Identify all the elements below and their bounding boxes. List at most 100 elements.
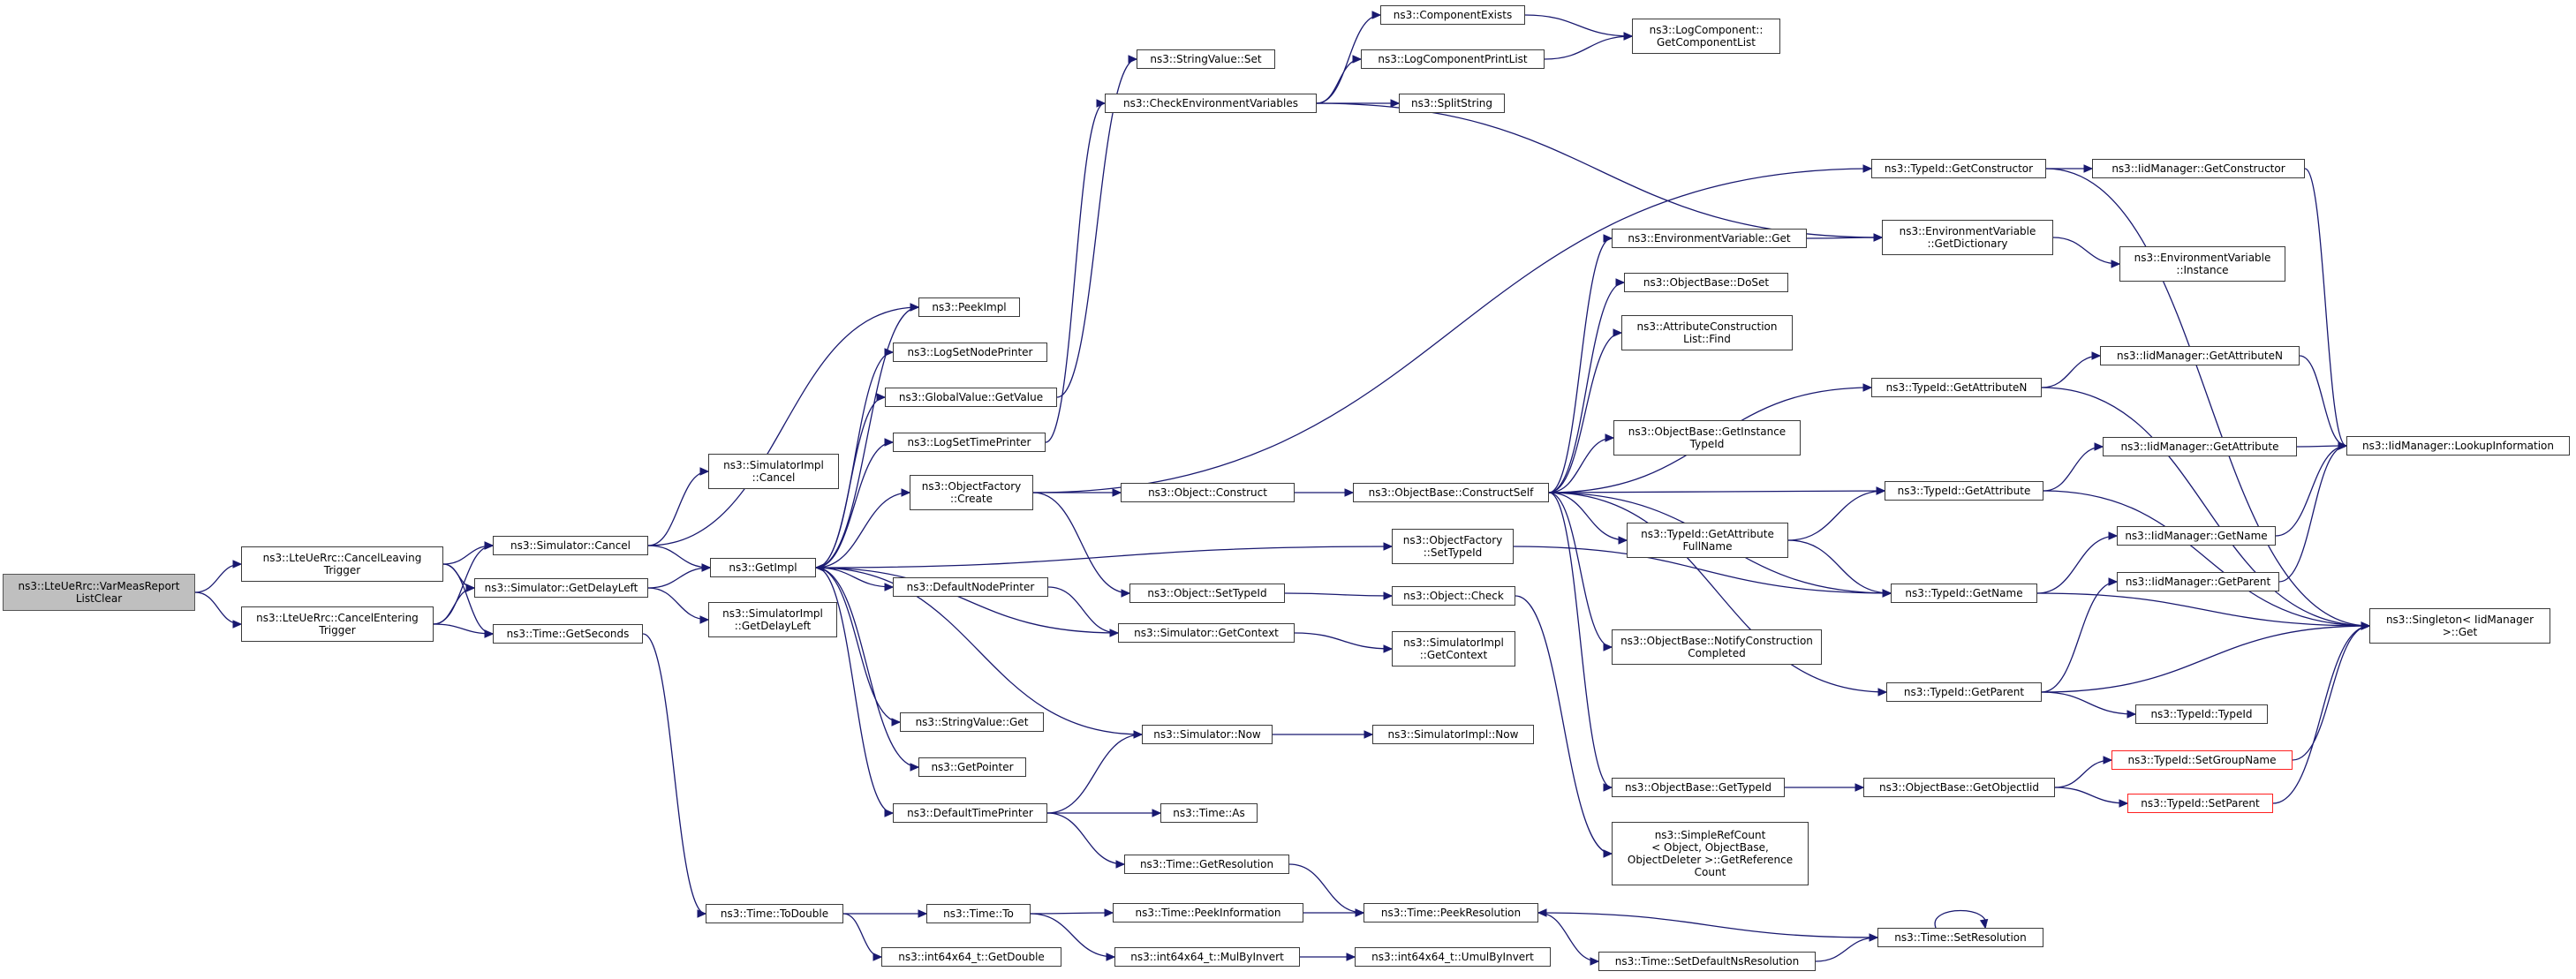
- node-type-id-get-constructor[interactable]: ns3::TypeId::GetConstructor: [1871, 159, 2046, 178]
- node-log-set-time-printer[interactable]: ns3::LogSetTimePrinter: [893, 433, 1046, 452]
- edge-objectBaseConstructSelf-to-attrConstructionListFind: [1548, 332, 1622, 493]
- node-sim-impl-cancel[interactable]: ns3::SimulatorImpl ::Cancel: [708, 454, 839, 489]
- node-log-set-node-printer[interactable]: ns3::LogSetNodePrinter: [893, 343, 1047, 362]
- node-object-base-do-set[interactable]: ns3::ObjectBase::DoSet: [1624, 273, 1788, 292]
- edge-arrowhead: [1603, 234, 1613, 243]
- edge-arrowhead: [884, 809, 895, 817]
- node-type-id-get-name[interactable]: ns3::TypeId::GetName: [1891, 584, 2037, 603]
- node-object-base-get-type-id[interactable]: ns3::ObjectBase::GetTypeId: [1612, 778, 1785, 797]
- node-cancel-leaving[interactable]: ns3::LteUeRrc::CancelLeaving Trigger: [241, 546, 443, 582]
- node-type-id-type-id[interactable]: ns3::TypeId::TypeId: [2135, 704, 2268, 724]
- node-split-string[interactable]: ns3::SplitString: [1399, 94, 1505, 113]
- node-object-factory-create[interactable]: ns3::ObjectFactory ::Create: [910, 475, 1033, 510]
- node-type-id-get-parent[interactable]: ns3::TypeId::GetParent: [1886, 682, 2042, 702]
- node-iid-manager-lookup-information[interactable]: ns3::IidManager::LookupInformation: [2346, 436, 2570, 456]
- node-time-to[interactable]: ns3::Time::To: [926, 904, 1031, 923]
- node-log-component-print-list[interactable]: ns3::LogComponentPrintList: [1361, 49, 1545, 69]
- node-time-as[interactable]: ns3::Time::As: [1160, 803, 1258, 823]
- edge-arrowhead: [1121, 589, 1131, 598]
- node-int64-mul-by-invert[interactable]: ns3::int64x64_t::MulByInvert: [1114, 947, 1300, 967]
- edge-iidManagerGetParent-to-iidManagerLookupInformation: [2278, 445, 2347, 583]
- edge-arrowhead: [2119, 799, 2129, 808]
- node-global-value-get-value[interactable]: ns3::GlobalValue::GetValue: [885, 388, 1057, 407]
- node-type-id-get-attribute-full-name[interactable]: ns3::TypeId::GetAttribute FullName: [1627, 523, 1788, 558]
- node-cancel-entering[interactable]: ns3::LteUeRrc::CancelEntering Trigger: [241, 606, 434, 642]
- node-sim-get-context[interactable]: ns3::Simulator::GetContext: [1118, 623, 1295, 643]
- node-get-pointer[interactable]: ns3::GetPointer: [918, 757, 1026, 777]
- edge-getImpl-to-stringValueGet: [815, 567, 901, 723]
- edge-simCancel-to-getImpl: [647, 545, 711, 569]
- node-sim-impl-get-context[interactable]: ns3::SimulatorImpl ::GetContext: [1392, 631, 1515, 666]
- edge-simCancel-to-simImplCancel: [647, 471, 709, 546]
- edge-arrowhead: [910, 303, 920, 312]
- edge-arrowhead: [1096, 99, 1107, 108]
- edge-simGetDelayLeft-to-simImplGetDelayLeft: [647, 587, 709, 621]
- edge-typeIdGetParent-to-typeIdTypeId: [2041, 691, 2136, 715]
- node-sim-impl-now[interactable]: ns3::SimulatorImpl::Now: [1372, 725, 1534, 744]
- node-object-set-type-id[interactable]: ns3::Object::SetTypeId: [1129, 584, 1285, 603]
- node-get-impl[interactable]: ns3::GetImpl: [710, 558, 816, 577]
- node-int64-umul-by-invert[interactable]: ns3::int64x64_t::UmulByInvert: [1355, 947, 1551, 967]
- edge-timeTo-to-int64MulByInvert: [1030, 913, 1115, 958]
- node-simple-ref-count-get-reference-count[interactable]: ns3::SimpleRefCount < Object, ObjectBase…: [1612, 822, 1809, 885]
- node-iid-manager-get-attribute-n[interactable]: ns3::IidManager::GetAttributeN: [2100, 346, 2300, 365]
- node-env-var-instance[interactable]: ns3::EnvironmentVariable ::Instance: [2119, 246, 2285, 282]
- node-object-base-construct-self[interactable]: ns3::ObjectBase::ConstructSelf: [1353, 483, 1549, 502]
- node-object-construct[interactable]: ns3::Object::Construct: [1121, 483, 1295, 502]
- edge-arrowhead: [884, 583, 895, 591]
- edge-objectBaseGetObjectIid-to-typeIdSetParent: [2054, 787, 2128, 804]
- edge-arrowhead: [2108, 531, 2119, 540]
- node-default-node-printer[interactable]: ns3::DefaultNodePrinter: [893, 577, 1048, 597]
- edge-typeIdGetAttributeN-to-iidManagerGetAttributeN: [2041, 355, 2101, 388]
- node-type-id-set-parent[interactable]: ns3::TypeId::SetParent: [2127, 794, 2273, 813]
- node-sim-cancel[interactable]: ns3::Simulator::Cancel: [493, 536, 648, 555]
- node-peek-impl[interactable]: ns3::PeekImpl: [918, 297, 1020, 317]
- node-default-time-printer[interactable]: ns3::DefaultTimePrinter: [893, 803, 1047, 823]
- edge-arrowhead: [2361, 621, 2371, 630]
- node-iid-manager-get-name[interactable]: ns3::IidManager::GetName: [2117, 526, 2276, 546]
- edge-arrowhead: [2127, 710, 2137, 719]
- node-component-exists[interactable]: ns3::ComponentExists: [1380, 5, 1525, 25]
- node-object-check[interactable]: ns3::Object::Check: [1392, 586, 1515, 606]
- edge-getImpl-to-logSetTimePrinter: [815, 441, 894, 569]
- edge-arrowhead: [1383, 591, 1394, 600]
- node-env-var-get-dictionary[interactable]: ns3::EnvironmentVariable ::GetDictionary: [1882, 220, 2053, 255]
- node-sim-get-delay-left[interactable]: ns3::Simulator::GetDelayLeft: [474, 578, 648, 598]
- node-time-get-seconds[interactable]: ns3::Time::GetSeconds: [493, 624, 643, 644]
- node-singleton-get[interactable]: ns3::Singleton< IidManager >::Get: [2369, 608, 2550, 644]
- node-log-component-get-component-list[interactable]: ns3::LogComponent:: GetComponentList: [1632, 19, 1780, 54]
- node-object-base-notify-construction-completed[interactable]: ns3::ObjectBase::NotifyConstruction Comp…: [1612, 629, 1822, 665]
- node-type-id-set-group-name[interactable]: ns3::TypeId::SetGroupName: [2111, 750, 2293, 770]
- node-string-value-get[interactable]: ns3::StringValue::Get: [900, 712, 1044, 732]
- edge-objectBaseConstructSelf-to-typeIdGetAttribute: [1548, 490, 1885, 493]
- node-sim-now[interactable]: ns3::Simulator::Now: [1142, 725, 1273, 744]
- node-time-get-resolution[interactable]: ns3::Time::GetResolution: [1124, 855, 1289, 874]
- node-iid-manager-get-parent[interactable]: ns3::IidManager::GetParent: [2117, 572, 2279, 591]
- node-time-peek-information[interactable]: ns3::Time::PeekInformation: [1113, 903, 1303, 923]
- node-check-env-vars[interactable]: ns3::CheckEnvironmentVariables: [1105, 94, 1317, 113]
- node-int64-get-double[interactable]: ns3::int64x64_t::GetDouble: [881, 947, 1061, 967]
- node-sim-impl-get-delay-left[interactable]: ns3::SimulatorImpl ::GetDelayLeft: [708, 602, 837, 637]
- node-time-set-resolution[interactable]: ns3::Time::SetResolution: [1877, 928, 2043, 947]
- node-iid-manager-get-constructor[interactable]: ns3::IidManager::GetConstructor: [2092, 159, 2305, 178]
- node-string-value-set[interactable]: ns3::StringValue::Set: [1137, 49, 1275, 69]
- node-object-base-get-instance-type-id[interactable]: ns3::ObjectBase::GetInstance TypeId: [1613, 420, 1801, 456]
- node-time-set-default-ns-resolution[interactable]: ns3::Time::SetDefaultNsResolution: [1598, 952, 1816, 971]
- node-type-id-get-attribute[interactable]: ns3::TypeId::GetAttribute: [1885, 481, 2043, 501]
- edge-arrowhead: [1390, 99, 1401, 108]
- edge-timePeekResolution-to-timeSetDefaultNsResolution: [1537, 912, 1599, 962]
- edge-arrowhead: [1344, 488, 1355, 497]
- edge-getImpl-to-defaultNodePrinter: [815, 567, 894, 588]
- node-object-factory-set-type-id[interactable]: ns3::ObjectFactory ::SetTypeId: [1392, 529, 1514, 564]
- edge-typeIdGetAttributeFullName-to-typeIdGetAttribute: [1787, 490, 1885, 541]
- node-time-peek-resolution[interactable]: ns3::Time::PeekResolution: [1364, 903, 1538, 923]
- node-env-var-get[interactable]: ns3::EnvironmentVariable::Get: [1612, 229, 1807, 248]
- edge-arrowhead: [814, 563, 825, 572]
- node-time-to-double[interactable]: ns3::Time::ToDouble: [706, 904, 843, 923]
- node-object-base-get-object-iid[interactable]: ns3::ObjectBase::GetObjectIid: [1863, 778, 2055, 797]
- node-iid-manager-get-attribute[interactable]: ns3::IidManager::GetAttribute: [2103, 437, 2297, 456]
- node-attr-construction-list-find[interactable]: ns3::AttributeConstruction List::Find: [1621, 315, 1793, 350]
- node-type-id-get-attribute-n[interactable]: ns3::TypeId::GetAttributeN: [1871, 378, 2042, 397]
- edge-timeSetResolution-to-timePeekResolution: [1537, 912, 1878, 938]
